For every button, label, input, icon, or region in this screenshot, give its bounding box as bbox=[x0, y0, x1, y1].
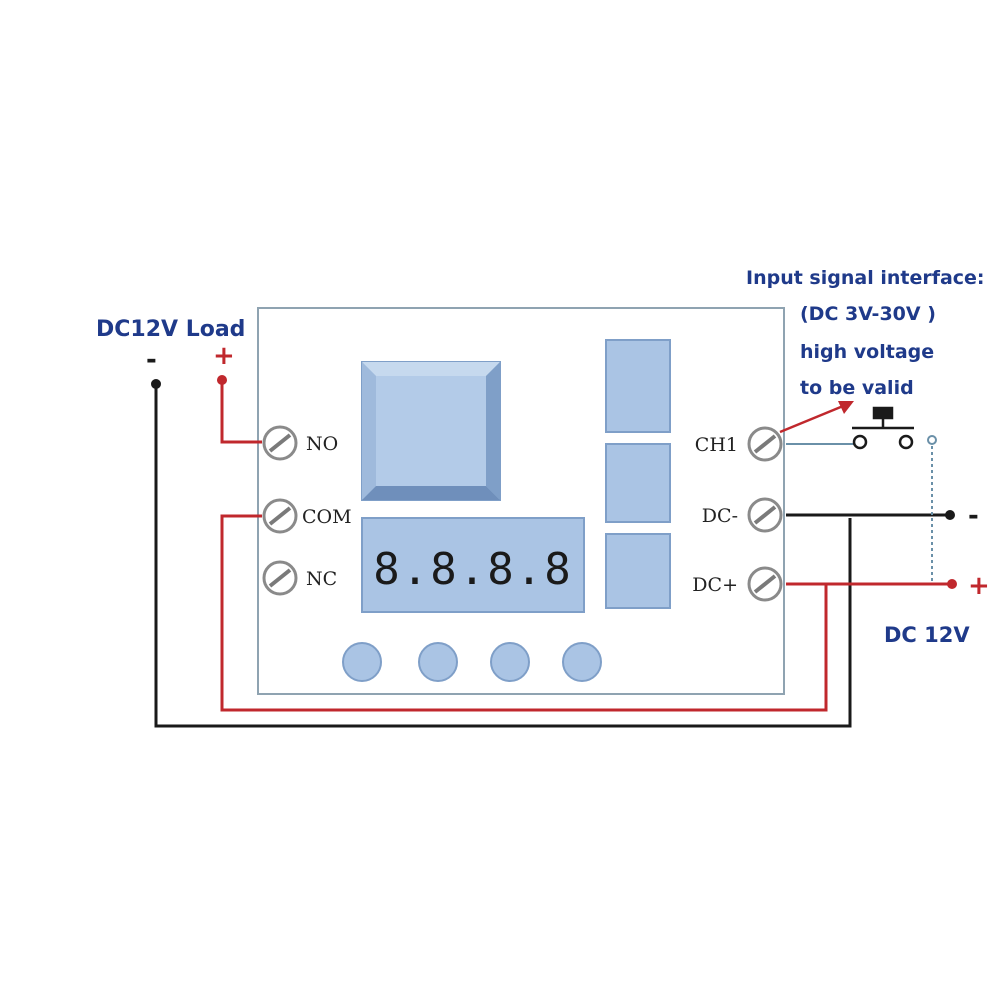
supply-plus-sign: + bbox=[968, 571, 990, 601]
component-block-top bbox=[605, 339, 671, 433]
supply-minus-sign: - bbox=[968, 501, 979, 531]
board-button-2[interactable] bbox=[418, 642, 458, 682]
terminal-label-com: COM bbox=[302, 506, 352, 528]
load-plus-dot bbox=[217, 375, 227, 385]
screw-terminal-icon[interactable] bbox=[747, 497, 783, 533]
supply-minus-dot bbox=[945, 510, 955, 520]
red-wires bbox=[220, 380, 952, 712]
terminal-label-no: NO bbox=[306, 433, 338, 455]
terminal-label-dc-minus: DC- bbox=[702, 505, 738, 527]
relay-icon bbox=[361, 361, 501, 501]
supply-plus-dot bbox=[947, 579, 957, 589]
input-signal-range: (DC 3V-30V ) bbox=[800, 303, 936, 325]
screw-terminal-icon[interactable] bbox=[747, 426, 783, 462]
load-minus-dot bbox=[151, 379, 161, 389]
screw-terminal-icon[interactable] bbox=[262, 425, 298, 461]
load-minus-sign: - bbox=[146, 345, 157, 375]
screw-terminal-icon[interactable] bbox=[747, 566, 783, 602]
black-wires bbox=[154, 388, 950, 728]
display-readout: 8.8.8.8 bbox=[373, 544, 572, 595]
input-signal-title: Input signal interface: bbox=[746, 267, 985, 289]
terminal-label-nc: NC bbox=[306, 568, 337, 590]
terminal-label-dc-plus: DC+ bbox=[692, 574, 738, 596]
component-block-bottom bbox=[605, 533, 671, 609]
load-plus-sign: + bbox=[213, 341, 235, 371]
board-button-4[interactable] bbox=[562, 642, 602, 682]
seven-segment-display bbox=[361, 517, 585, 613]
board-button-1[interactable] bbox=[342, 642, 382, 682]
input-signal-note-1: high voltage bbox=[800, 341, 934, 363]
terminal-label-ch1: CH1 bbox=[695, 434, 738, 456]
load-title: DC12V Load bbox=[96, 317, 245, 342]
input-pointer-arrow bbox=[779, 401, 854, 434]
signal-wires bbox=[786, 440, 933, 584]
board-button-3[interactable] bbox=[490, 642, 530, 682]
screw-terminal-icon[interactable] bbox=[262, 560, 298, 596]
supply-title: DC 12V bbox=[884, 623, 970, 647]
input-signal-note-2: to be valid bbox=[800, 377, 914, 399]
component-block-middle bbox=[605, 443, 671, 523]
push-button-switch-icon bbox=[852, 406, 937, 450]
circuit-board bbox=[257, 307, 785, 695]
screw-terminal-icon[interactable] bbox=[262, 498, 298, 534]
